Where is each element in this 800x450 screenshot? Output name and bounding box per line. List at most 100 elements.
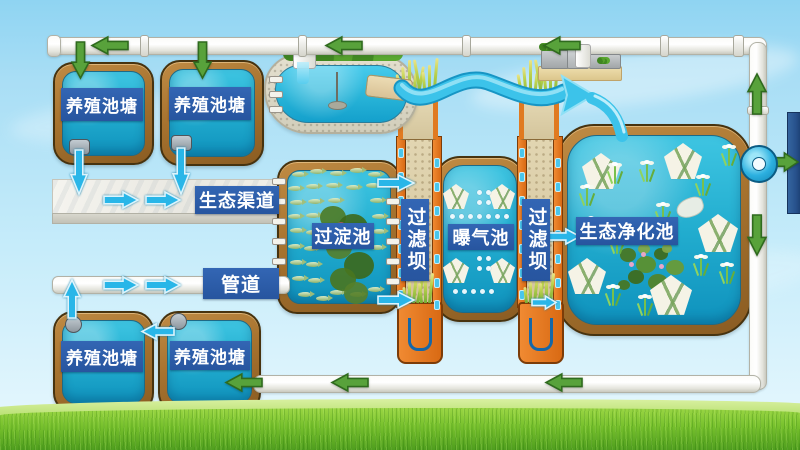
fish-icon: [368, 171, 385, 177]
water-drip-icon: [434, 182, 440, 192]
bubble-dot-icon: [471, 289, 476, 294]
water-arrow-down-icon: [171, 147, 191, 197]
water-drip-icon: [555, 182, 561, 192]
lotus-cluster: [620, 248, 636, 262]
eco-channel-label: 生态渠道: [195, 186, 279, 214]
fish-icon: [330, 170, 347, 176]
bubble-dot-icon: [486, 214, 491, 219]
pool-notch: [269, 91, 283, 98]
fish-icon: [370, 197, 387, 203]
water-stream: [393, 71, 628, 142]
fish-icon: [368, 286, 385, 292]
bubble-dot-icon: [495, 214, 500, 219]
water-arrow-up-icon: [62, 278, 82, 319]
pool-pole-base: [328, 101, 347, 110]
reed-plant: [529, 282, 532, 303]
bubble-dot-icon: [462, 289, 467, 294]
bubble-dot-icon: [504, 214, 509, 219]
fish-icon: [308, 198, 325, 204]
fish-icon: [290, 199, 307, 205]
channel-notch: [272, 238, 286, 245]
plant-flower-icon: [698, 254, 704, 258]
water-drip-icon: [434, 158, 440, 168]
fish-icon: [370, 244, 387, 250]
water-drip-icon: [555, 254, 561, 264]
plant-flower-icon: [660, 202, 666, 206]
channel-notch: [272, 178, 286, 185]
bubble-dot-icon: [468, 214, 473, 219]
plant-flower-icon: [644, 160, 650, 164]
fish-icon: [308, 277, 325, 283]
channel-notch: [386, 198, 400, 205]
plant-flower-icon: [700, 174, 706, 178]
filter-dam-1-label: 过滤坝: [401, 199, 429, 281]
fish-icon: [290, 259, 307, 265]
water-drip-icon: [434, 278, 440, 288]
flow-arrow-up-icon: [746, 72, 768, 115]
water-drip-icon: [555, 278, 561, 288]
lotus-cluster: [654, 248, 668, 260]
bubble-dot-icon: [459, 214, 464, 219]
pump-valve: [740, 145, 778, 183]
channel-notch: [386, 258, 400, 265]
water-drip-icon: [434, 300, 440, 310]
water-arrow-left-icon: [140, 322, 175, 341]
water-arrow-right-icon: [547, 227, 582, 246]
farm-pond-3-label: 养殖池塘: [61, 341, 143, 372]
fish-icon: [292, 275, 309, 281]
pipe-end-cap: [47, 35, 61, 57]
aquatic-plant-icon: [662, 206, 664, 224]
aquatic-plant-icon: [644, 298, 646, 316]
fish-icon: [290, 227, 307, 233]
flow-arrow-down-icon: [746, 214, 768, 257]
flow-arrow-left-icon: [544, 372, 583, 393]
fish-icon: [350, 167, 367, 173]
plant-flower-icon: [584, 184, 590, 188]
fish-icon: [306, 183, 323, 189]
aquatic-plant-icon: [726, 266, 728, 284]
bubble-dot-icon: [477, 266, 482, 271]
fish-icon: [316, 295, 333, 301]
lotus-cluster: [636, 256, 656, 273]
plant-flower-icon: [642, 294, 648, 298]
pipeline-label: 管道: [203, 268, 279, 299]
pipe-joint: [733, 35, 744, 57]
fish-icon: [288, 243, 305, 249]
channel-notch: [386, 278, 400, 285]
water-drip-icon: [555, 300, 561, 310]
fish-icon: [372, 228, 389, 234]
pipe-joint: [140, 35, 149, 57]
pond-inlet-port: [170, 313, 187, 330]
filter-dam-2-basin: [518, 302, 564, 364]
bubble-dot-icon: [477, 256, 482, 261]
fish-icon: [288, 213, 305, 219]
water-arrow-right-icon: [145, 190, 182, 210]
channel-notch: [386, 218, 400, 225]
reed-plant: [408, 282, 411, 303]
water-arrow-right-icon: [103, 190, 140, 210]
bubble-dot-icon: [480, 289, 485, 294]
station-plant: [597, 57, 610, 64]
aquatic-plant-icon: [646, 164, 648, 182]
aquatic-plant-icon: [616, 236, 618, 254]
fish-icon: [328, 197, 345, 203]
filter-dam-2-label: 过滤坝: [522, 199, 550, 281]
flow-arrow-left-icon: [324, 35, 363, 56]
farm-pond-1-label: 养殖池塘: [61, 88, 143, 121]
pipe-joint: [298, 35, 307, 57]
fish-icon: [372, 213, 389, 219]
flow-arrow-left-icon: [90, 35, 129, 56]
sedimentation-pond-label: 过淀池: [312, 223, 374, 249]
fish-icon: [310, 168, 327, 174]
aeration-pond-label: 曝气池: [448, 224, 514, 250]
bubble-dot-icon: [486, 200, 491, 205]
flow-arrow-left-icon: [542, 35, 581, 56]
lotus-cluster: [618, 280, 630, 291]
pool-inlet-waterfall: [297, 62, 309, 84]
fish-icon: [306, 212, 323, 218]
water-arrow-down-icon: [69, 149, 89, 197]
reed-plant: [545, 278, 548, 303]
aquatic-plant-icon: [614, 166, 616, 184]
purification-pond-label: 生态净化池: [576, 217, 678, 245]
lotus-flower-icon: [641, 252, 646, 257]
